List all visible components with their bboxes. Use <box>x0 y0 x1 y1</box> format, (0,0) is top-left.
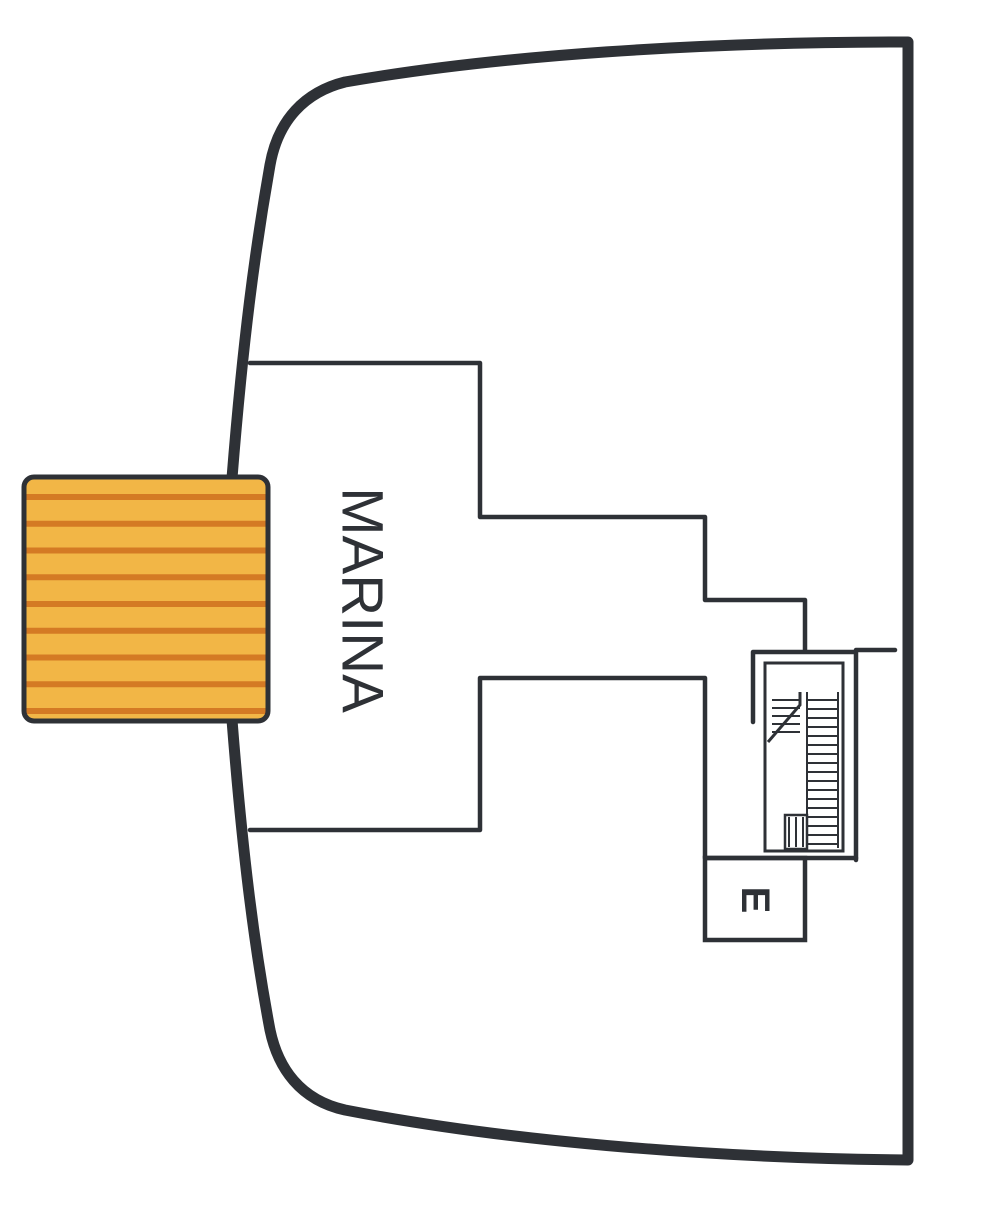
marina-label: MARINA <box>330 487 395 713</box>
marina-room-outline <box>247 360 808 653</box>
swim-platform-outline <box>21 474 271 724</box>
platform-stripe <box>24 574 268 581</box>
stairwell <box>750 649 859 863</box>
platform-stripe <box>24 547 268 554</box>
platform-stripe <box>24 627 268 634</box>
platform-stripe <box>24 708 268 714</box>
swim-platform-stripes <box>24 494 268 714</box>
platform-stripe <box>24 681 268 688</box>
stair-steps <box>772 692 839 848</box>
elevator-box: E <box>702 855 808 943</box>
swim-platform <box>21 474 271 724</box>
platform-stripe <box>24 494 268 500</box>
platform-stripe <box>24 654 268 661</box>
platform-stripe <box>24 601 268 607</box>
platform-stripe <box>24 520 268 527</box>
elevator-label: E <box>733 887 777 914</box>
